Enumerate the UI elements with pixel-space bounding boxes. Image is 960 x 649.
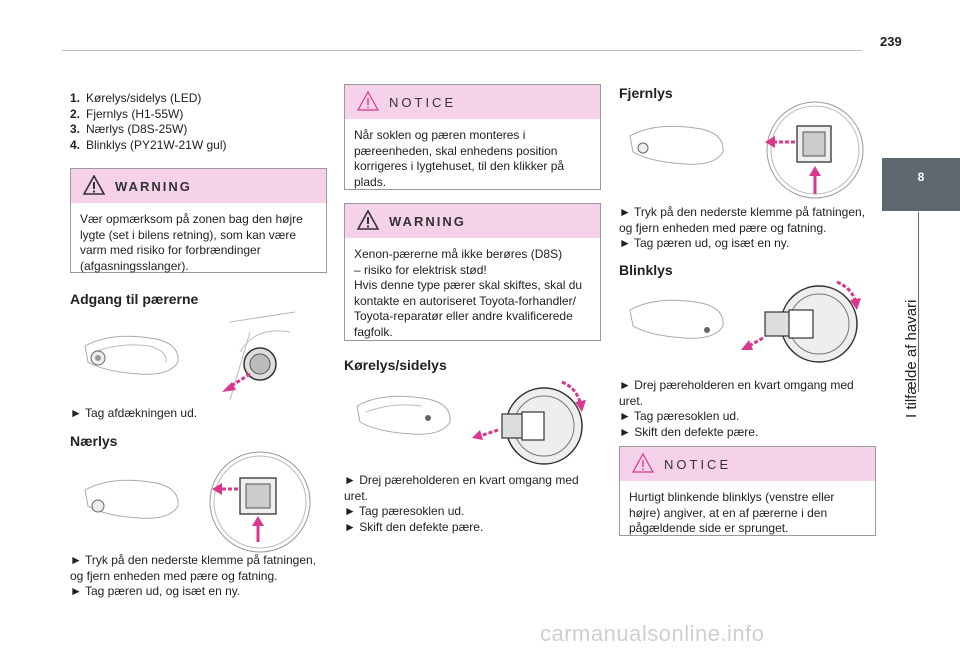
drl-illustration <box>356 380 586 465</box>
chapter-tab[interactable] <box>882 158 960 211</box>
low-beam-illustration <box>84 451 311 553</box>
high-beam-illustration <box>629 101 864 199</box>
section-heading: Blinklys <box>619 262 673 278</box>
notice-text: Hurtigt blinkende blinklys (venstre elle… <box>629 490 835 535</box>
chapter-number: 8 <box>917 170 925 184</box>
warning-box: WARNING Xenon-pærerne må ikke berøres (D… <box>344 203 601 341</box>
section-heading: Nærlys <box>70 433 118 449</box>
notice-label: NOTICE <box>389 95 457 110</box>
header-rule <box>62 50 862 51</box>
warning-text: Xenon-pærerne må ikke berøres (D8S) – ri… <box>354 247 583 339</box>
warning-label: WARNING <box>115 179 192 194</box>
access-step: ► Tag afdækningen ud. <box>70 406 198 420</box>
notice-triangle-icon <box>357 91 379 111</box>
list-item: 1.Kørelys/sidelys (LED) <box>70 91 202 105</box>
section-heading: Fjernlys <box>619 85 673 101</box>
indicator-illustration <box>629 280 861 363</box>
low-beam-steps: ► Tryk på den nederste klemme på fatning… <box>70 553 317 598</box>
list-item: 2.Fjernlys (H1-55W) <box>70 106 184 121</box>
notice-text: Når soklen og pæren monteres i pæreenhed… <box>354 128 565 189</box>
drl-steps: ► Drej pæreholderen en kvart omgang med … <box>344 473 579 534</box>
high-beam-steps: ► Tryk på den nederste klemme på fatning… <box>619 205 866 250</box>
section-heading: Adgang til pærerne <box>70 291 199 307</box>
warning-box: WARNING Vær opmærksom på zonen bag den h… <box>70 168 327 273</box>
notice-box: NOTICE Når soklen og pæren monteres i pæ… <box>344 84 601 190</box>
list-item: 3.Nærlys (D8S-25W) <box>70 122 188 136</box>
watermark: carmanualsonline.info <box>540 621 765 646</box>
notice-box: NOTICE Hurtigt blinkende blinklys (venst… <box>619 446 876 536</box>
list-item: 4.Blinklys (PY21W-21W gul) <box>70 137 227 152</box>
chapter-tab-line <box>918 212 919 392</box>
chapter-title: I tilfælde af havari <box>903 299 920 418</box>
bulb-list: 1.Kørelys/sidelys (LED) 2.Fjernlys (H1-5… <box>70 91 320 153</box>
notice-triangle-icon <box>632 453 654 473</box>
headlamp-cover-illustration <box>84 311 296 401</box>
notice-label: NOTICE <box>664 457 732 472</box>
section-heading: Kørelys/sidelys <box>344 357 447 373</box>
warning-label: WARNING <box>389 214 466 229</box>
warning-triangle-icon <box>357 210 379 230</box>
indicator-steps: ► Drej pæreholderen en kvart omgang med … <box>619 378 854 439</box>
page-number: 239 <box>880 34 902 49</box>
warning-triangle-icon <box>83 175 105 195</box>
warning-text: Vær opmærksom på zonen bag den højre lyg… <box>80 212 303 273</box>
